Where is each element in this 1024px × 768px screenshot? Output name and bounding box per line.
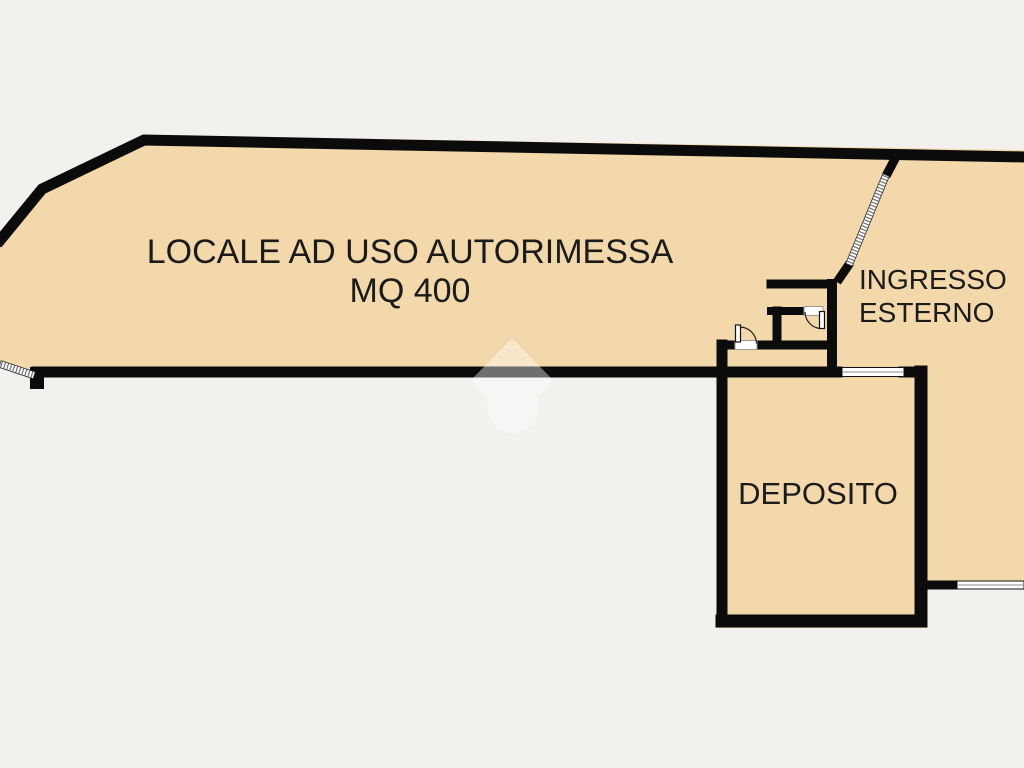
walls — [0, 134, 1024, 628]
door-lower — [734, 324, 758, 344]
gate-stub-top — [882, 150, 902, 179]
window-bottom-right — [956, 580, 1024, 590]
gate-stub-bottom — [833, 260, 854, 285]
ingresso-line2: ESTERNO — [859, 297, 995, 328]
outer-wall — [0, 134, 1024, 248]
window-deposito-top — [841, 367, 905, 377]
autorimessa-name: LOCALE AD USO AUTORIMESSA — [146, 233, 674, 271]
room-label-deposito: DEPOSITO — [738, 476, 898, 511]
door-threshold-lower — [734, 340, 758, 350]
hatched-opening-top-right — [845, 173, 890, 267]
door-middle — [804, 310, 826, 330]
house-pin-watermark-icon — [471, 338, 553, 433]
hatched-opening-bottom-left — [0, 360, 36, 380]
ingresso-line1: INGRESSO — [859, 264, 1007, 295]
autorimessa-area: MQ 400 — [349, 272, 471, 310]
room-label-ingresso: INGRESSO ESTERNO — [859, 263, 1007, 329]
room-label-autorimessa: LOCALE AD USO AUTORIMESSA MQ 400 — [105, 233, 715, 311]
floor-area — [0, 135, 1024, 628]
